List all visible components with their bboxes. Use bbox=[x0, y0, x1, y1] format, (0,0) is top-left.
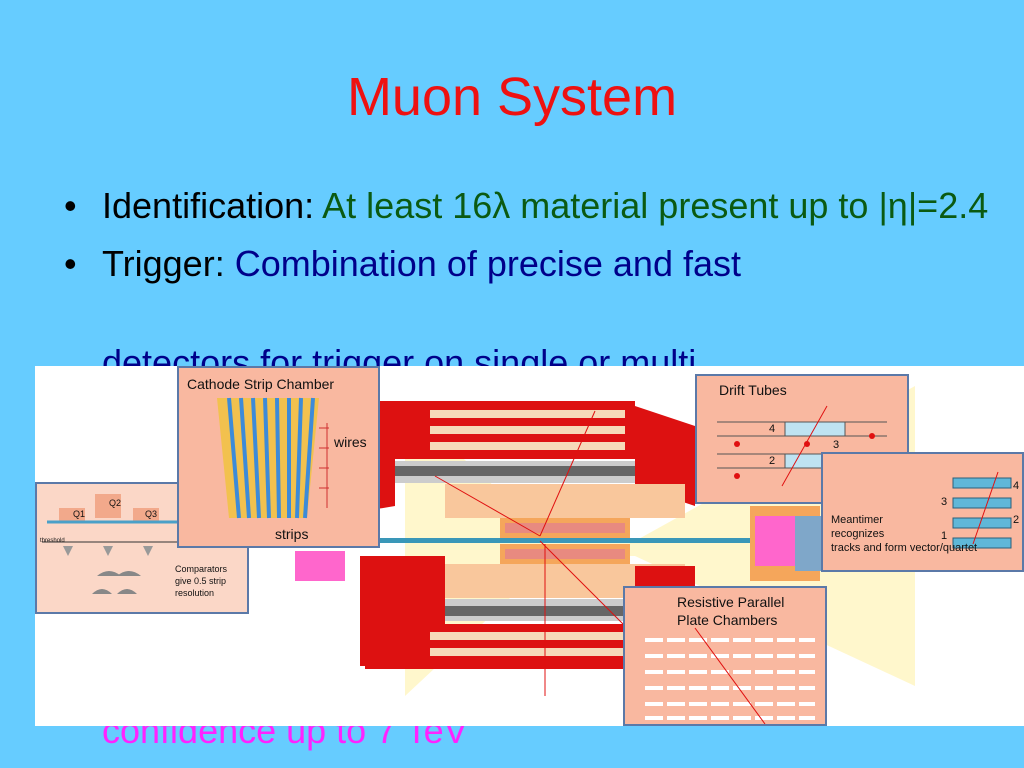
comparator-q3-label: Q3 bbox=[145, 509, 158, 519]
comparator-caption-3: resolution bbox=[175, 588, 215, 598]
bullet-text: Combination of precise and fast bbox=[234, 243, 742, 284]
bullet-dot: • bbox=[64, 185, 77, 226]
slide-title: Muon System bbox=[346, 67, 678, 127]
csc-strips-label: strips bbox=[275, 526, 309, 542]
meantimer-label-4: 4 bbox=[1013, 480, 1020, 492]
comparator-q2-label: Q2 bbox=[109, 498, 122, 508]
comparator-caption-1: Comparators bbox=[175, 564, 228, 574]
comparator-q1-label: Q1 bbox=[73, 509, 86, 519]
threshold-label: threshold bbox=[40, 538, 65, 544]
rpc-diagram bbox=[645, 627, 815, 724]
meantimer-label-1: 1 bbox=[941, 530, 948, 542]
drift-label-2: 2 bbox=[769, 455, 776, 467]
comparator-diagram bbox=[42, 494, 187, 594]
bullet-identification: • Identification: At least 16λ material … bbox=[64, 184, 994, 228]
bullet-dot: • bbox=[64, 243, 77, 284]
bullet-text: At least 16λ material present up to |η|=… bbox=[322, 185, 989, 226]
comparator-caption-2: give 0.5 strip bbox=[175, 576, 227, 586]
rpc-box: Resistive Parallel Plate Chambers bbox=[623, 586, 827, 726]
meantimer-text-2: recognizes bbox=[831, 528, 885, 540]
meantimer-label-2: 2 bbox=[1013, 514, 1020, 526]
meantimer-text-1: Meantimer bbox=[831, 514, 883, 526]
bullet-list: • Identification: At least 16λ material … bbox=[64, 184, 994, 300]
meantimer-diagram bbox=[952, 471, 1012, 549]
csc-strip-diagram bbox=[217, 397, 329, 519]
bullet-term: Trigger: bbox=[102, 243, 225, 284]
muon-detector-figure: Q1 Q2 Q3 threshold Comparators give 0.5 … bbox=[35, 366, 1024, 726]
drift-label-4: 4 bbox=[769, 423, 776, 435]
drift-tubes-title: Drift Tubes bbox=[719, 382, 787, 398]
bullet-trigger: • Trigger: Combination of precise and fa… bbox=[64, 242, 994, 286]
meantimer-label-3: 3 bbox=[941, 496, 948, 508]
rpc-title-line1: Resistive Parallel bbox=[677, 594, 785, 610]
meantimer-box: 3 4 2 1 Meantimer recognizes tracks and … bbox=[821, 452, 1024, 572]
csc-wires-label: wires bbox=[334, 434, 367, 450]
meantimer-text-3: tracks and form vector/quartet bbox=[831, 542, 978, 554]
rpc-title-line2: Plate Chambers bbox=[677, 612, 778, 628]
bullet-term: Identification: bbox=[102, 185, 315, 226]
drift-label-3: 3 bbox=[833, 439, 840, 451]
csc-title: Cathode Strip Chamber bbox=[187, 376, 335, 392]
csc-box: Cathode Strip Chamber wires strips bbox=[177, 366, 380, 548]
